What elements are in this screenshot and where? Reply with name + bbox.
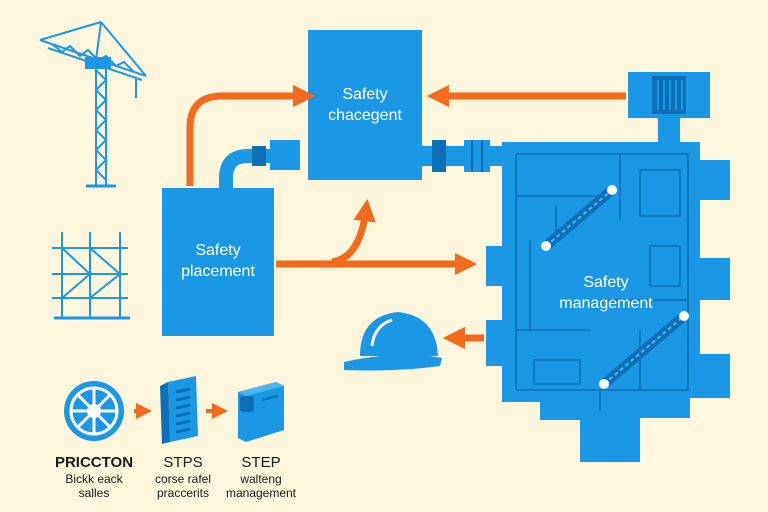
document-icon — [160, 376, 198, 444]
arrow-up-to-changement — [331, 198, 376, 266]
device-icon — [238, 382, 284, 442]
step3-sub-line2: management — [225, 486, 297, 500]
crane-icon — [39, 21, 147, 188]
safety-placement-line1: Safety — [195, 242, 241, 259]
safety-placement-label: Safety placement — [162, 240, 274, 282]
step3-subtitle: walteng management — [206, 472, 316, 500]
safety-changement-line1: Safety — [342, 86, 388, 103]
step1-sub-line1: Bickk eack — [65, 472, 123, 486]
wheel-icon — [64, 381, 124, 441]
safety-management-line1: Safety — [583, 274, 629, 291]
step2-title: STPS — [163, 454, 203, 471]
step1-subtitle: Bickk eack salles — [34, 472, 154, 500]
step1-title: PRICCTON — [54, 454, 134, 471]
step3-title: STEP — [241, 454, 281, 471]
safety-changement-line2: chacegent — [328, 107, 402, 124]
safety-management-line2: management — [559, 295, 653, 312]
safety-changement-label: Safety chacegent — [308, 84, 422, 126]
safety-management-label: Safety management — [536, 272, 676, 314]
step2-sub-line2: praccerits — [156, 486, 209, 500]
step2-sub-line1: corse rafel — [154, 472, 212, 486]
step1-sub-line2: salles — [78, 486, 110, 500]
vent-unit-icon — [628, 72, 710, 118]
hard-hat-icon — [344, 312, 442, 371]
step2-subtitle: corse rafel praccerits — [128, 472, 238, 500]
pipe-connectors — [219, 112, 680, 190]
safety-changement-box — [308, 30, 422, 180]
flow-arrows — [186, 84, 626, 350]
safety-management-block — [486, 142, 730, 462]
safety-placement-line2: placement — [181, 263, 255, 280]
step3-sub-line1: walteng — [240, 472, 282, 486]
scaffold-icon — [52, 232, 130, 320]
safety-placement-box — [162, 188, 274, 336]
arrow-placement-to-changement — [186, 84, 316, 186]
